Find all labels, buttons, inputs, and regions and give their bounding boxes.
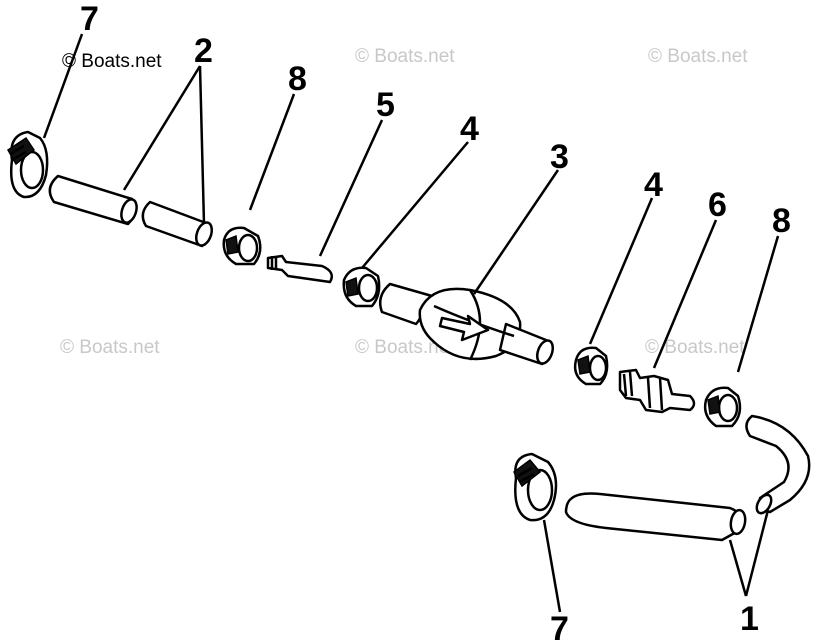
flow-direction-arrow-icon [438,314,490,342]
callout-5: 5 [376,86,395,124]
hose-piece-right [141,200,214,248]
callout-4-right: 4 [644,166,663,204]
callout-6: 6 [708,186,727,224]
watermark: © Boats.net [645,337,745,358]
callout-2: 2 [194,32,213,70]
primer-bulb [379,282,555,366]
leader-8-right [736,235,780,373]
callout-7-bottom: 7 [550,610,569,644]
leader-7-bottom [542,519,562,613]
watermark: © Boats.net [60,337,160,358]
callout-8-left: 8 [288,60,307,98]
fuel-connector-fitting [618,368,696,414]
clip-left [222,226,262,266]
leader-1a [728,539,748,597]
curved-hose-right [745,414,811,515]
watermark: © Boats.net [355,337,455,358]
hose-piece-left [48,174,138,226]
leader-1b [744,509,770,597]
collar-left [342,266,381,308]
leader-8-left [248,93,296,211]
clip-right [703,386,742,428]
leader-4-right [588,197,654,345]
leader-4-left [361,141,469,269]
callout-7-top: 7 [80,0,99,38]
collar-right [573,346,609,386]
leader-5 [318,119,384,257]
leader-2b [198,65,206,225]
watermark: © Boats.net [355,46,455,67]
hose-fitting [266,254,333,284]
hose-clamp-top [7,130,49,199]
callout-3: 3 [550,138,569,176]
callout-4-left: 4 [460,110,479,148]
watermark-main: © Boats.net [62,51,162,72]
leader-3 [472,169,560,295]
leader-7-top [42,33,84,139]
callout-8-right: 8 [772,202,791,240]
curved-hose-bottom [564,492,747,542]
leader-2a [122,65,202,191]
watermark: © Boats.net [648,46,748,67]
leader-6 [652,219,718,369]
callout-1: 1 [740,600,759,638]
hose-clamp-bottom [513,452,558,522]
